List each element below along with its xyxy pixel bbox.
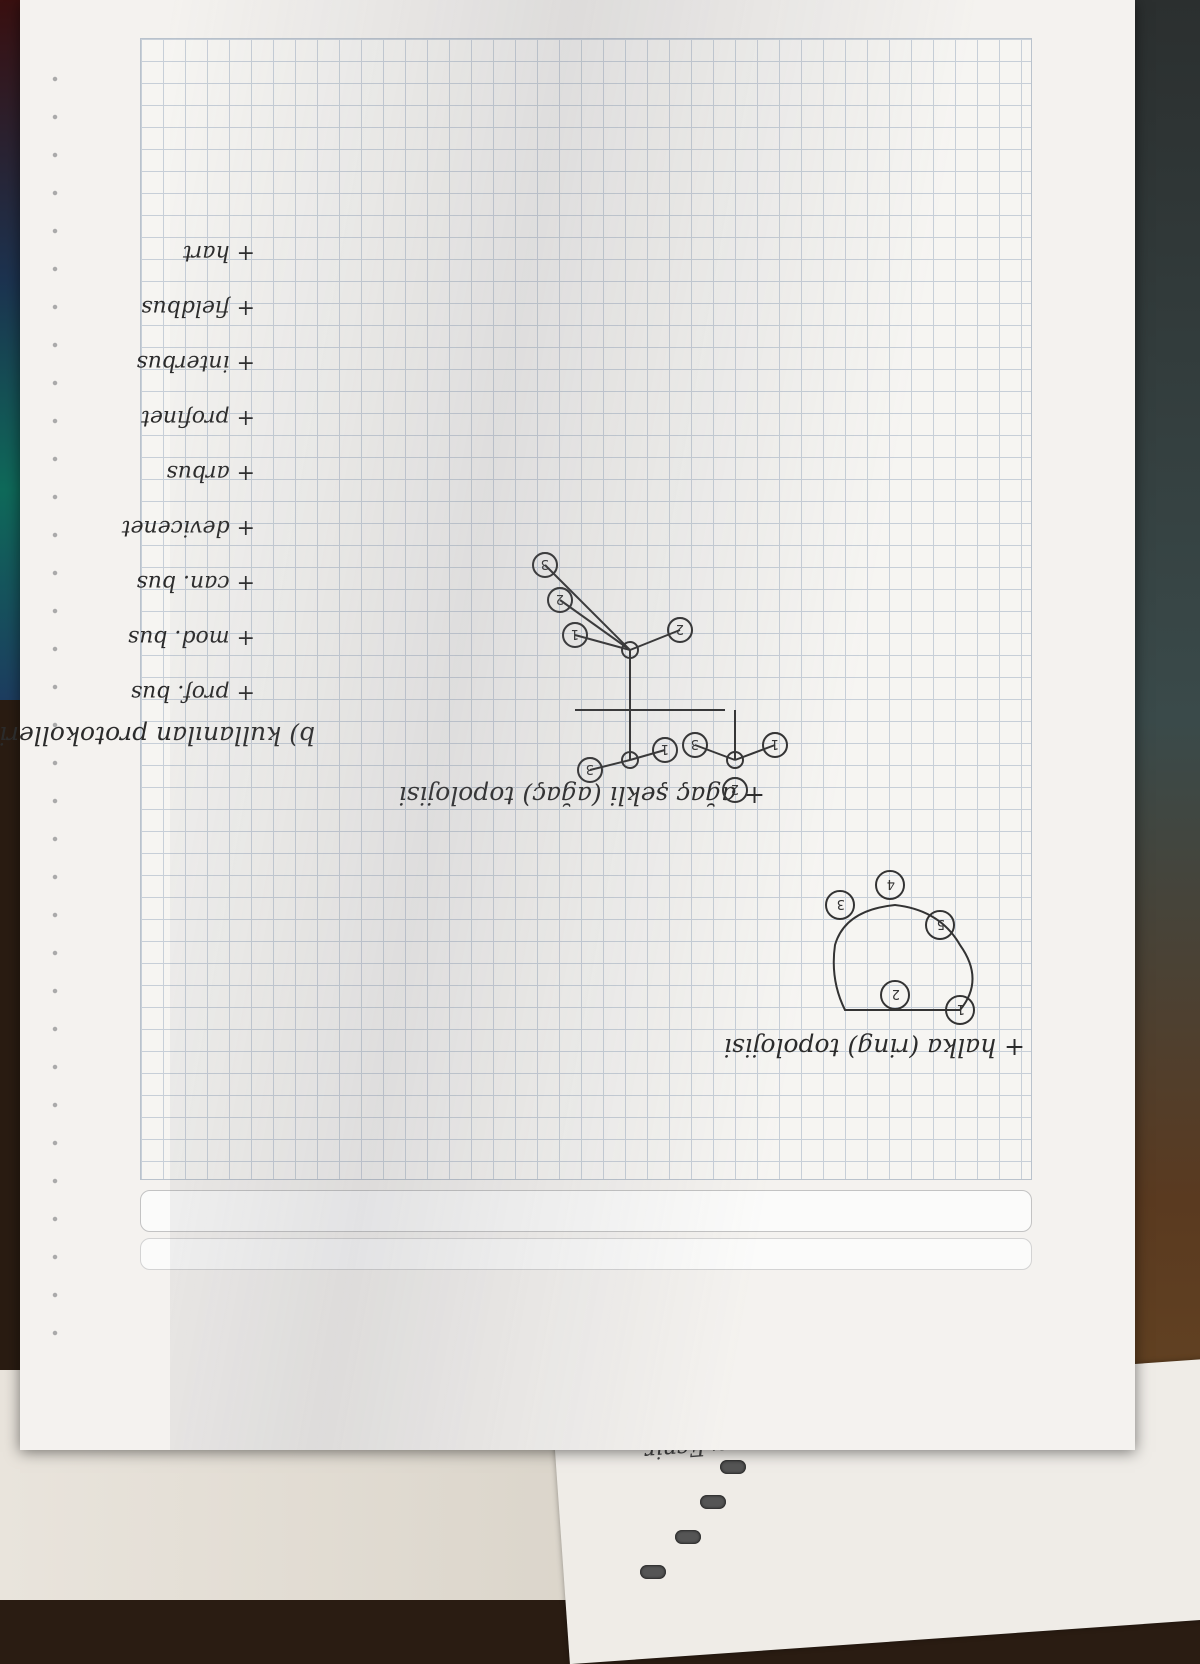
svg-text:2: 2	[556, 591, 564, 606]
margin-dots	[48, 60, 62, 1360]
svg-text:4: 4	[887, 876, 895, 891]
tree-hub	[726, 751, 744, 769]
tree-node: 3	[682, 732, 708, 758]
tree-node: 1	[762, 732, 788, 758]
svg-text:2: 2	[731, 781, 739, 796]
tree-branch	[544, 564, 631, 651]
svg-text:3: 3	[837, 896, 845, 911]
svg-text:1: 1	[771, 736, 779, 751]
spiral-ring	[720, 1460, 746, 1474]
spiral-ring	[700, 1495, 726, 1509]
svg-text:2: 2	[676, 621, 684, 636]
ring-connection	[832, 903, 974, 1011]
spiral-ring	[675, 1530, 701, 1544]
tree-node: 3	[577, 757, 603, 783]
tree-branch	[629, 749, 666, 761]
notebook-page: + halka (ring) topolojisi + ağaç şekli (…	[0, 0, 1135, 1450]
tree-node: 1	[562, 622, 588, 648]
header-bar-secondary	[140, 1238, 1032, 1270]
ring-node: 2	[880, 980, 910, 1010]
tree-node: 2	[547, 587, 573, 613]
svg-text:1: 1	[957, 1001, 965, 1016]
tree-branch	[734, 744, 776, 761]
tree-branch	[559, 599, 631, 651]
header-bar	[140, 1190, 1032, 1232]
svg-text:2: 2	[892, 986, 900, 1001]
svg-text:1: 1	[661, 741, 669, 756]
svg-text:1: 1	[571, 626, 579, 641]
ring-node: 4	[875, 870, 905, 900]
tree-branch	[629, 629, 681, 651]
tree-node: 3	[532, 552, 558, 578]
tree-branch	[574, 634, 631, 651]
topology-diagrams: 1 2 5 4 3 1 3 2 1 3	[532, 552, 975, 1025]
tree-node: 2	[667, 617, 693, 643]
tree-node: 1	[652, 737, 678, 763]
svg-text:3: 3	[691, 736, 699, 751]
svg-text:5: 5	[937, 916, 945, 931]
spiral-ring	[640, 1565, 666, 1579]
tree-hub	[621, 641, 639, 659]
ring-node: 5	[925, 910, 955, 940]
tree-branch	[694, 744, 736, 761]
svg-text:3: 3	[541, 556, 549, 571]
svg-text:3: 3	[586, 761, 594, 776]
ring-node: 1	[945, 995, 975, 1025]
tree-node: 2	[722, 777, 748, 803]
tree-hub	[621, 751, 639, 769]
tree-branch	[589, 759, 631, 771]
handwriting-layer: + halka (ring) topolojisi + ağaç şekli (…	[0, 0, 1135, 1450]
ring-node: 3	[825, 890, 855, 920]
